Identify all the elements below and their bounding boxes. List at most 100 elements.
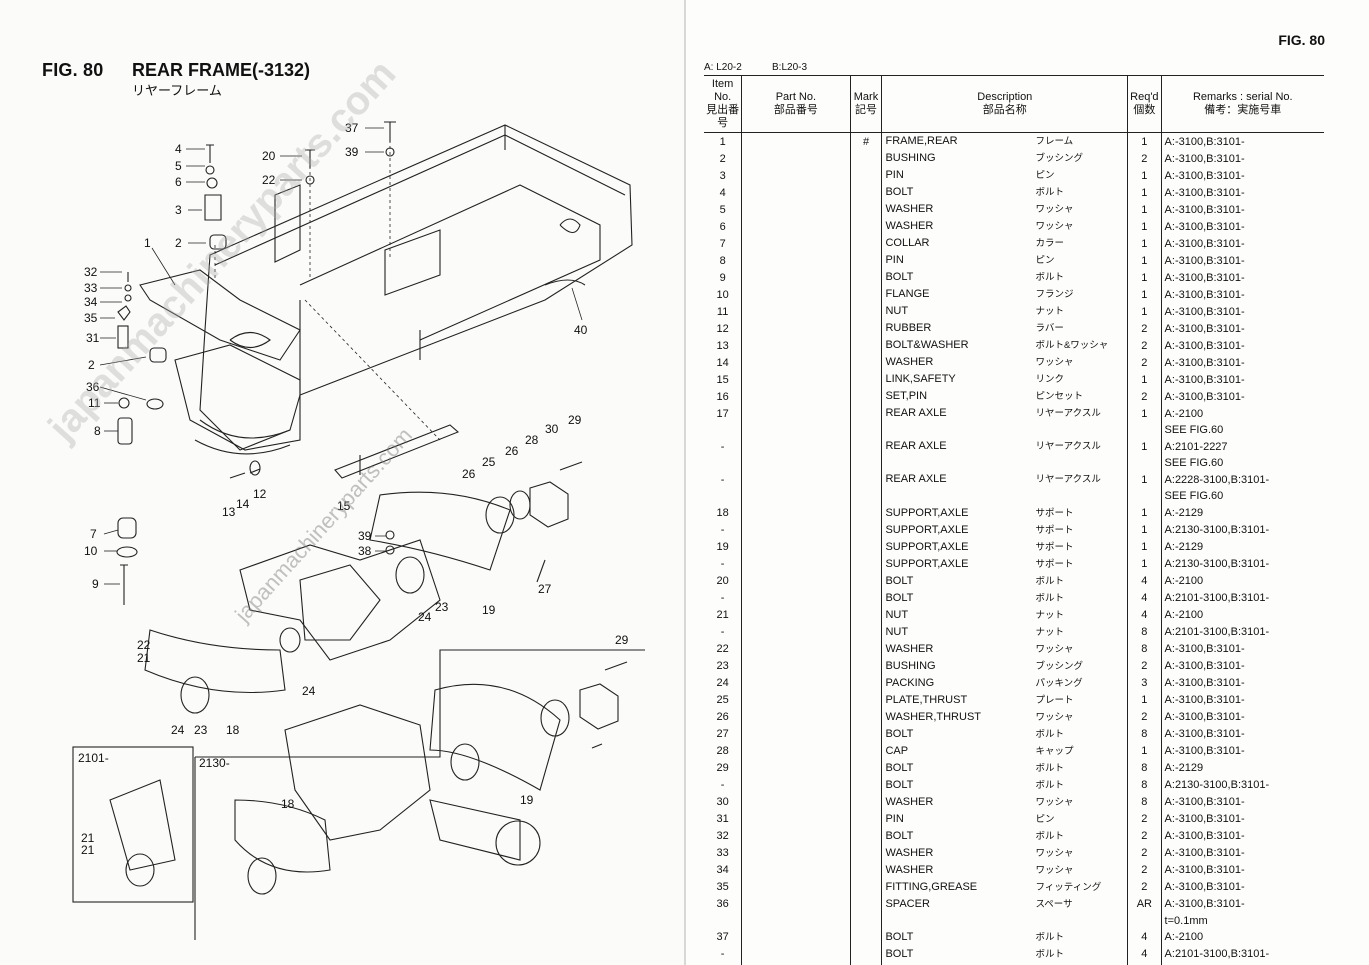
callout-5: 5 bbox=[175, 159, 182, 173]
header-reqd: Req'd 個数 bbox=[1127, 75, 1162, 133]
description-en: FLANGE bbox=[885, 288, 930, 300]
cell-reqd bbox=[1127, 455, 1162, 472]
description-jp: ワッシャ bbox=[1035, 204, 1074, 215]
description-en: SET,PIN bbox=[885, 390, 928, 402]
callout-28: 28 bbox=[525, 433, 539, 447]
cell-item-no: - bbox=[720, 524, 725, 537]
figure-reference: FIG. 80 bbox=[1278, 32, 1325, 48]
callout-21: 21 bbox=[137, 651, 151, 665]
cell-reqd: 2 bbox=[1127, 657, 1162, 675]
cell-mark bbox=[849, 504, 882, 522]
cell-mark bbox=[849, 150, 882, 167]
description-jp: カラー bbox=[1035, 238, 1064, 249]
cell-item-no: 20 bbox=[716, 575, 729, 588]
cell-reqd: 2 bbox=[1127, 150, 1162, 167]
cell-mark bbox=[849, 640, 882, 658]
description-en: WASHER bbox=[885, 356, 934, 368]
description-en: WASHER,THRUST bbox=[885, 710, 982, 723]
cell-description: FITTING,GREASE フィッティング bbox=[881, 878, 1128, 896]
cell-remarks: A:-3100,B:3101- bbox=[1160, 150, 1324, 167]
callout-34: 34 bbox=[84, 295, 98, 309]
cell-item-no: 17 bbox=[716, 407, 729, 420]
cell-mark bbox=[849, 488, 882, 505]
callout-7: 7 bbox=[90, 527, 97, 541]
collar-7 bbox=[117, 517, 137, 539]
cell-remarks: A:-3100,B:3101- bbox=[1160, 201, 1324, 218]
description-en: BOLT bbox=[885, 727, 914, 740]
callout-19b: 19 bbox=[520, 793, 534, 807]
cell-remarks: A:-2100 bbox=[1160, 405, 1324, 422]
support-axle-18-2130 bbox=[234, 799, 331, 873]
cell-remarks: A:-3100,B:3101- bbox=[1160, 320, 1324, 337]
cell-remarks: A:-2129 bbox=[1160, 504, 1324, 522]
inset-2130-frame bbox=[195, 649, 645, 758]
cell-remarks: A:-3100,B:3101- bbox=[1160, 844, 1324, 862]
cell-remarks: A:-3100,B:3101- bbox=[1160, 132, 1324, 150]
callout-4: 4 bbox=[175, 142, 182, 156]
pin-31 bbox=[117, 325, 129, 349]
cell-item-no: 2 bbox=[719, 152, 726, 165]
description-jp: サポート bbox=[1035, 541, 1074, 553]
description-en: REAR AXLE bbox=[885, 407, 947, 419]
description-en: FITTING,GREASE bbox=[885, 880, 978, 893]
cell-mark bbox=[849, 521, 882, 539]
description-jp: サポート bbox=[1035, 524, 1074, 536]
cell-part-no bbox=[741, 405, 851, 422]
description-en: PLATE,THRUST bbox=[885, 693, 968, 706]
description-en: SPACER bbox=[885, 897, 930, 910]
cell-remarks: A:-2129 bbox=[1160, 538, 1324, 556]
fitting-35 bbox=[117, 305, 131, 321]
cell-remarks: A:2101-2227 bbox=[1160, 438, 1324, 456]
callout-31: 31 bbox=[86, 331, 100, 345]
cell-part-no bbox=[741, 962, 851, 965]
rear-frame-lug bbox=[194, 419, 291, 455]
cell-reqd: 1 bbox=[1127, 438, 1162, 456]
description-en: BOLT bbox=[885, 186, 914, 198]
cell-mark bbox=[849, 572, 882, 590]
callout-18: 18 bbox=[226, 723, 240, 737]
cell-reqd: 2 bbox=[1127, 708, 1162, 726]
cell-mark bbox=[849, 354, 882, 371]
cell-remarks: A:-3100,B:3101- bbox=[1160, 793, 1324, 811]
bolt-13-14 bbox=[229, 468, 261, 479]
cell-item-no: 6 bbox=[719, 220, 726, 233]
cell-mark bbox=[849, 793, 882, 811]
cell-remarks: A:-3100,B:3101- bbox=[1160, 810, 1324, 828]
description-jp: ブッシング bbox=[1035, 153, 1083, 164]
cell-remarks: A:-3100,B:3101- bbox=[1160, 691, 1324, 709]
cell-mark bbox=[849, 455, 882, 472]
cell-item-no: 10 bbox=[716, 288, 729, 301]
callout-2: 2 bbox=[175, 236, 182, 250]
callout-29b: 29 bbox=[615, 633, 629, 647]
description-en: FRAME,REAR bbox=[885, 135, 958, 147]
callout-19: 19 bbox=[482, 603, 496, 617]
cell-item-no: - bbox=[720, 473, 725, 486]
cell-reqd: 1 bbox=[1127, 184, 1162, 201]
description-en: BOLT bbox=[885, 591, 914, 604]
cell-reqd: 2 bbox=[1127, 354, 1162, 371]
cell-remarks: A:-3100,B:3101- bbox=[1160, 657, 1324, 675]
cell-mark bbox=[849, 861, 882, 879]
description-jp: フィッティング bbox=[1035, 881, 1102, 893]
washer-22 bbox=[305, 175, 315, 185]
